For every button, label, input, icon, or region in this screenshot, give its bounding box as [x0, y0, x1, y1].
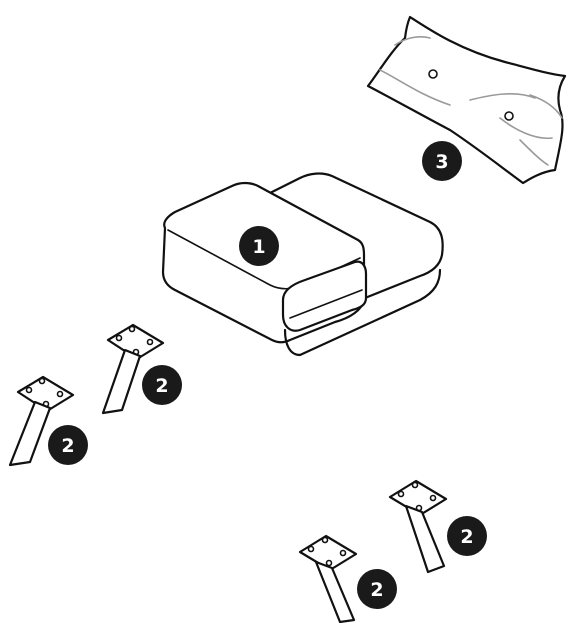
cushion-illustration — [366, 15, 567, 185]
ottoman-illustration — [161, 172, 444, 357]
leg-illustration-d — [298, 534, 358, 623]
part-number-badge-2: 2 — [142, 365, 182, 405]
badge-label: 2 — [370, 579, 383, 601]
part-number-badge-2: 2 — [447, 516, 487, 556]
badge-label: 2 — [460, 526, 473, 548]
part-number-badge-3: 3 — [422, 141, 462, 181]
badge-label: 2 — [61, 435, 74, 457]
part-number-badge-2: 2 — [357, 569, 397, 609]
leg-illustration-b — [8, 375, 75, 467]
part-number-badge-1: 1 — [239, 226, 279, 266]
badge-label: 1 — [252, 236, 265, 258]
badge-label: 2 — [155, 375, 168, 397]
badge-label: 3 — [435, 151, 448, 173]
leg-illustration-c — [388, 479, 448, 574]
leg-illustration-a — [101, 323, 165, 415]
part-number-badge-2: 2 — [48, 425, 88, 465]
